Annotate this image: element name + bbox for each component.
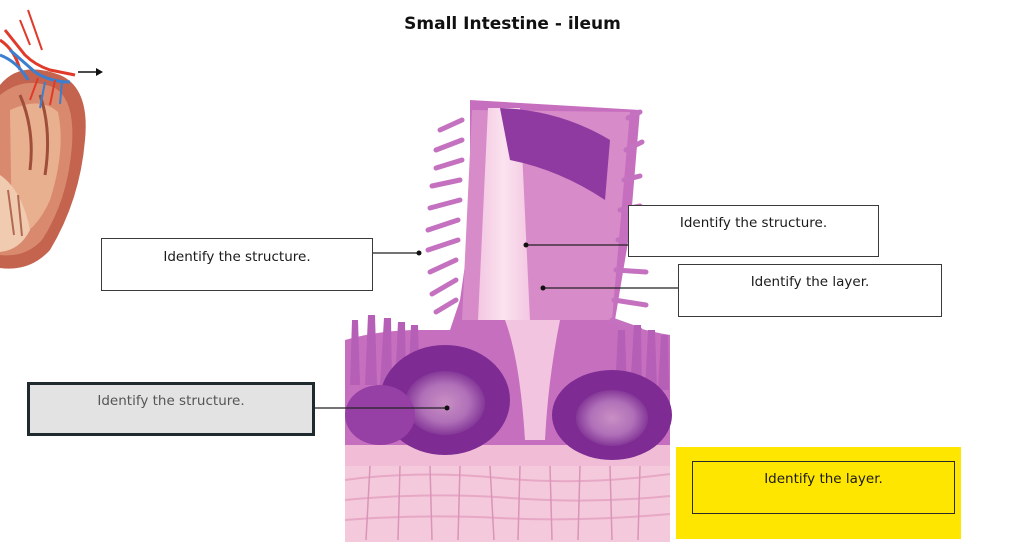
villus-answer-box[interactable]: Identify the structure. <box>101 238 373 291</box>
ileum-micrograph <box>344 100 672 542</box>
intestine-inset-illustration <box>0 9 103 269</box>
lacteal-prompt: Identify the structure. <box>679 215 828 231</box>
peyers-patch-answer-box[interactable]: Identify the structure. <box>27 382 315 436</box>
muscularis-answer-box[interactable]: Identify the layer. <box>692 461 955 514</box>
page-title: Small Intestine - ileum <box>404 14 621 34</box>
muscularis-prompt: Identify the layer. <box>764 471 883 487</box>
lacteal-answer-box[interactable]: Identify the structure. <box>628 205 879 257</box>
lamina-propria-prompt: Identify the layer. <box>750 274 870 290</box>
villus-prompt: Identify the structure. <box>163 249 311 265</box>
lamina-propria-answer-box[interactable]: Identify the layer. <box>678 264 942 317</box>
peyers-patch-prompt: Identify the structure. <box>97 393 245 409</box>
